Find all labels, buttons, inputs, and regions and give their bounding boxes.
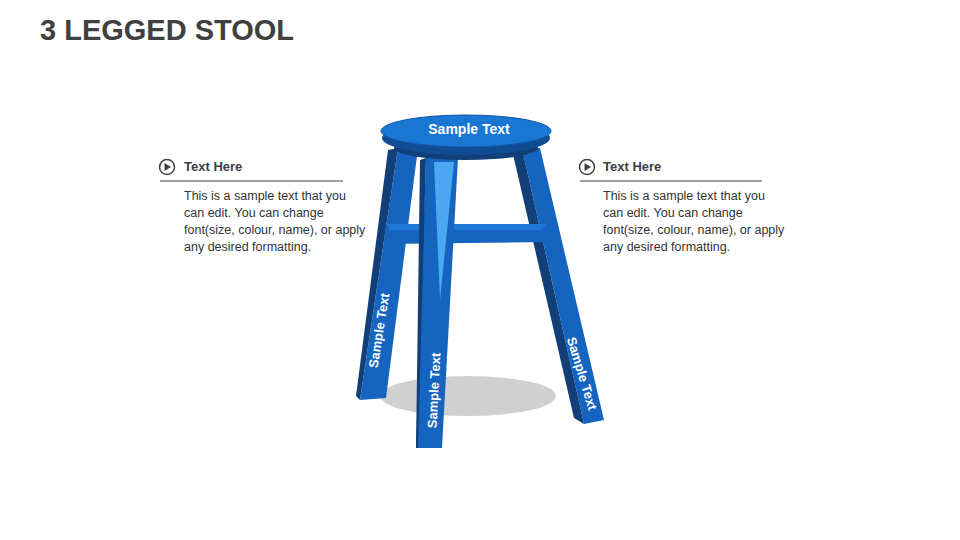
- page-title: 3 LEGGED STOOL: [40, 14, 294, 47]
- shape-label: Sample Text: [365, 289, 392, 370]
- stool-leg: [522, 148, 604, 424]
- panel-body: This is a sample text that you can edit.…: [184, 188, 366, 256]
- leg-side: [512, 148, 584, 424]
- crossbar: [384, 224, 548, 244]
- seat-top: [381, 115, 551, 147]
- play-icon: [580, 160, 595, 175]
- panel-heading: Text Here: [603, 158, 785, 176]
- shape-label: Sample Text: [424, 350, 443, 431]
- text-panel: Text HereThis is a sample text that you …: [184, 158, 366, 256]
- heading-rule: [580, 181, 762, 182]
- leg-label-box: Sample Text: [424, 350, 443, 431]
- text-panel: Text HereThis is a sample text that you …: [603, 158, 785, 256]
- leg-side: [416, 158, 426, 448]
- panel-heading: Text Here: [184, 158, 366, 176]
- crossbar-top: [386, 224, 546, 230]
- shape-label: Sample Text: [563, 333, 601, 414]
- panel-body: This is a sample text that you can edit.…: [603, 188, 785, 256]
- leg-highlight: [434, 162, 454, 300]
- heading-rule: [160, 181, 343, 182]
- leg-side: [356, 148, 398, 400]
- shape-label: Sample Text: [426, 121, 512, 137]
- stool-leg: [416, 158, 458, 448]
- play-icon: [160, 160, 175, 175]
- floor-shadow: [380, 376, 556, 416]
- seat-label-box: Sample Text: [426, 121, 512, 137]
- leg-label-box: Sample Text: [563, 333, 601, 414]
- leg-label-box: Sample Text: [365, 289, 392, 370]
